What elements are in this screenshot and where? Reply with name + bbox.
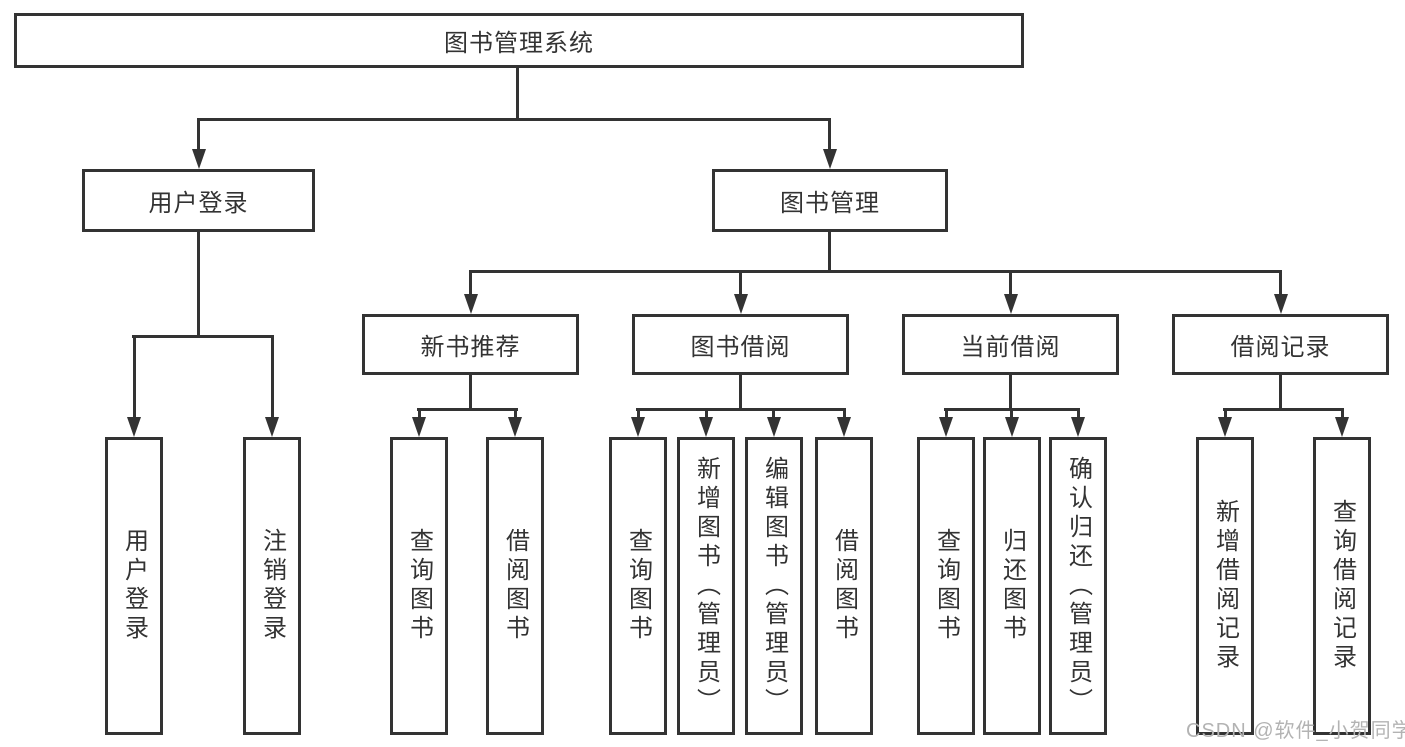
leaf-confirm-return-admin: 确认归还（管理员） xyxy=(1049,437,1107,735)
leaf-borrow-books-1: 借阅图书 xyxy=(486,437,544,735)
connector-line xyxy=(828,232,831,270)
node-book-management: 图书管理 xyxy=(712,169,948,232)
connector-line xyxy=(516,68,519,118)
arrowhead-down xyxy=(699,417,713,437)
connector-line xyxy=(636,408,846,411)
connector-line xyxy=(1009,375,1012,408)
arrowhead-down xyxy=(464,294,478,314)
connector-line xyxy=(133,335,136,425)
arrowhead-down xyxy=(837,417,851,437)
connector-line xyxy=(637,408,640,420)
connector-line xyxy=(197,118,831,121)
connector-line xyxy=(772,408,775,420)
node-label: 图书管理系统 xyxy=(444,30,594,57)
leaf-add-borrow-record: 新增借阅记录 xyxy=(1196,437,1254,735)
leaf-user-login: 用户登录 xyxy=(105,437,163,735)
arrowhead-down xyxy=(1071,417,1085,437)
arrowhead-down xyxy=(412,417,426,437)
node-current-borrowing: 当前借阅 xyxy=(902,314,1119,375)
connector-line xyxy=(271,335,274,425)
node-label: 查询借阅记录 xyxy=(1328,499,1356,673)
node-label: 编辑图书（管理员） xyxy=(760,455,788,717)
arrowhead-down xyxy=(734,294,748,314)
arrowhead-down xyxy=(1004,294,1018,314)
node-label: 借阅图书 xyxy=(830,528,858,644)
node-new-book-recommendation: 新书推荐 xyxy=(362,314,579,375)
connector-line xyxy=(843,408,846,420)
connector-line xyxy=(1224,408,1227,420)
connector-line xyxy=(1077,408,1080,420)
connector-line xyxy=(197,118,200,158)
arrowhead-down xyxy=(767,417,781,437)
connector-line xyxy=(418,408,421,420)
node-label: 新增借阅记录 xyxy=(1211,499,1239,673)
arrowhead-down xyxy=(265,417,279,437)
leaf-query-books-2: 查询图书 xyxy=(609,437,667,735)
leaf-query-books-1: 查询图书 xyxy=(390,437,448,735)
node-label: 查询图书 xyxy=(932,528,960,644)
arrowhead-down xyxy=(1335,417,1349,437)
node-user-login: 用户登录 xyxy=(82,169,315,232)
leaf-logout: 注销登录 xyxy=(243,437,301,735)
connector-line xyxy=(1009,270,1012,300)
connector-line xyxy=(417,408,518,411)
connector-line xyxy=(1223,408,1344,411)
leaf-borrow-books-2: 借阅图书 xyxy=(815,437,873,735)
node-library-management-system: 图书管理系统 xyxy=(14,13,1024,68)
connector-line xyxy=(739,375,742,408)
arrowhead-down xyxy=(939,417,953,437)
node-label: 查询图书 xyxy=(405,528,433,644)
arrowhead-down xyxy=(127,417,141,437)
node-book-borrowing: 图书借阅 xyxy=(632,314,849,375)
arrowhead-down xyxy=(1274,294,1288,314)
connector-line xyxy=(469,375,472,408)
connector-line xyxy=(705,408,708,420)
connector-line xyxy=(1010,408,1013,420)
node-label: 归还图书 xyxy=(998,528,1026,644)
leaf-return-books: 归还图书 xyxy=(983,437,1041,735)
arrowhead-down xyxy=(1218,417,1232,437)
leaf-add-books-admin: 新增图书（管理员） xyxy=(677,437,735,735)
connector-line xyxy=(1279,375,1282,408)
connector-line xyxy=(828,118,831,158)
node-label: 图书借阅 xyxy=(690,334,791,361)
arrowhead-down xyxy=(192,149,206,169)
node-label: 借阅图书 xyxy=(501,528,529,644)
arrowhead-down xyxy=(508,417,522,437)
node-label: 确认归还（管理员） xyxy=(1064,455,1092,717)
connector-line xyxy=(1341,408,1344,420)
node-label: 图书管理 xyxy=(780,190,880,217)
node-label: 当前借阅 xyxy=(960,334,1061,361)
connector-line xyxy=(514,408,517,420)
watermark: CSDN @软件_小贺同学 xyxy=(1186,720,1405,742)
leaf-query-books-3: 查询图书 xyxy=(917,437,975,735)
connector-line xyxy=(197,232,200,335)
node-label: 新书推荐 xyxy=(420,334,521,361)
connector-line xyxy=(469,270,472,300)
connector-line xyxy=(739,270,742,300)
connector-line xyxy=(1279,270,1282,300)
node-label: 注销登录 xyxy=(258,528,286,644)
node-label: 查询图书 xyxy=(624,528,652,644)
node-borrowing-records: 借阅记录 xyxy=(1172,314,1389,375)
node-label: 新增图书（管理员） xyxy=(692,455,720,717)
connector-line xyxy=(945,408,948,420)
connector-line xyxy=(132,335,274,338)
connector-line xyxy=(469,270,1282,273)
arrowhead-down xyxy=(631,417,645,437)
arrowhead-down xyxy=(823,149,837,169)
arrowhead-down xyxy=(1005,417,1019,437)
node-label: 用户登录 xyxy=(148,190,249,217)
node-label: 借阅记录 xyxy=(1230,334,1331,361)
node-label: 用户登录 xyxy=(120,528,148,644)
leaf-edit-books-admin: 编辑图书（管理员） xyxy=(745,437,803,735)
leaf-query-borrow-record: 查询借阅记录 xyxy=(1313,437,1371,735)
